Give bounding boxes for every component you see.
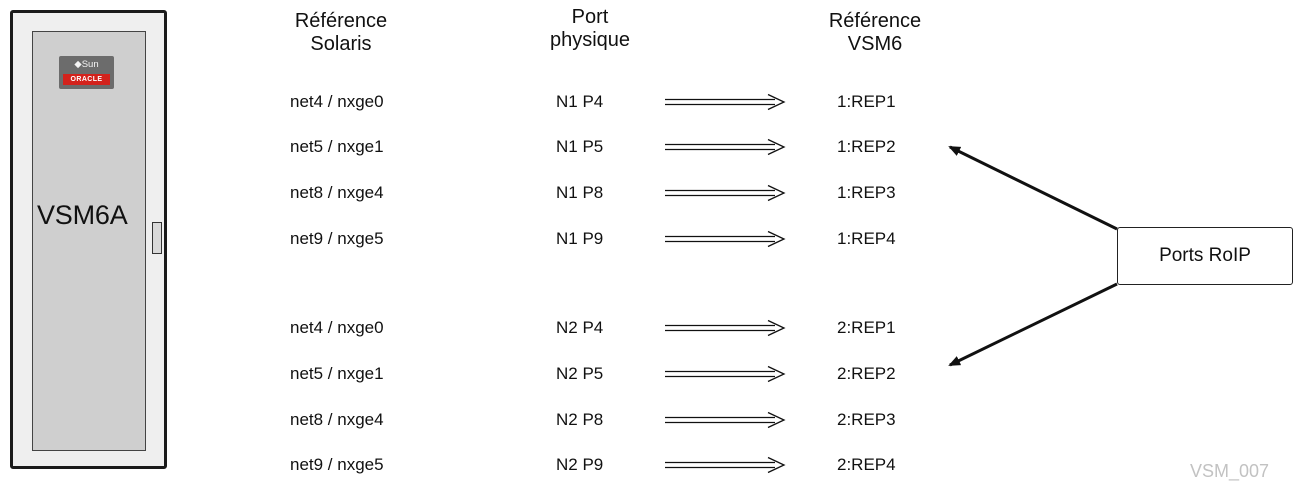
row-7-solaris: net8 / nxge4 [290,410,384,429]
row-6-solaris: net5 / nxge1 [290,364,384,383]
row-5-vsm: 2:REP1 [837,318,896,337]
row-2-port: N1 P5 [556,137,604,156]
header-physical-port: Port physique [520,6,660,52]
header-solaris-line-2: Solaris [310,33,372,55]
row-4-solaris: net9 / nxge5 [290,229,384,248]
mapping-arrow-7 [665,411,786,429]
row-6-vsm: 2:REP2 [837,364,896,383]
row-5-port: N2 P4 [556,318,604,337]
row-4-port: N1 P9 [556,229,604,248]
row-8-solaris: net9 / nxge5 [290,455,384,474]
mapping-arrow-2 [665,138,786,156]
mapping-arrow-6 [665,365,786,383]
row-3-port: N1 P8 [556,183,604,202]
mapping-arrow-5 [665,319,786,337]
ports-roip-callout: Ports RoIP [1117,227,1293,285]
row-1-solaris: net4 / nxge0 [290,92,384,111]
row-7-port: N2 P8 [556,410,604,429]
row-3-solaris: net8 / nxge4 [290,183,384,202]
row-4-vsm: 1:REP4 [837,229,896,248]
logo-oracle-text: ORACLE [63,74,110,85]
mapping-arrow-3 [665,184,786,202]
row-8-vsm: 2:REP4 [837,455,896,474]
header-vsm-line-1: Référence [828,10,922,32]
mapping-arrow-8 [665,456,786,474]
row-7-vsm: 2:REP3 [837,410,896,429]
row-1-port: N1 P4 [556,92,604,111]
callout-arrow-lower [948,282,1118,367]
row-1-vsm: 1:REP1 [837,92,896,111]
callout-arrow-upper [948,145,1118,231]
header-solaris-reference: Référence Solaris [266,10,416,56]
row-6-port: N2 P5 [556,364,604,383]
header-vsm-line-2: VSM6 [847,33,903,55]
header-solaris-line-1: Référence [294,10,388,32]
row-2-vsm: 1:REP2 [837,137,896,156]
cabinet-handle [152,222,162,254]
mapping-arrow-4 [665,230,786,248]
row-5-solaris: net4 / nxge0 [290,318,384,337]
figure-id: VSM_007 [1190,461,1270,481]
row-3-vsm: 1:REP3 [837,183,896,202]
row-8-port: N2 P9 [556,455,604,474]
header-port-line-2: physique [549,29,631,51]
logo-sun-text: ◆Sun [74,59,99,70]
cabinet-label: VSM6A [37,200,128,230]
row-2-solaris: net5 / nxge1 [290,137,384,156]
header-vsm6-reference: Référence VSM6 [800,10,950,56]
mapping-arrow-1 [665,93,786,111]
header-port-line-1: Port [571,6,609,28]
sun-oracle-logo: ◆Sun ORACLE [59,56,114,89]
cabinet-door [32,31,146,451]
